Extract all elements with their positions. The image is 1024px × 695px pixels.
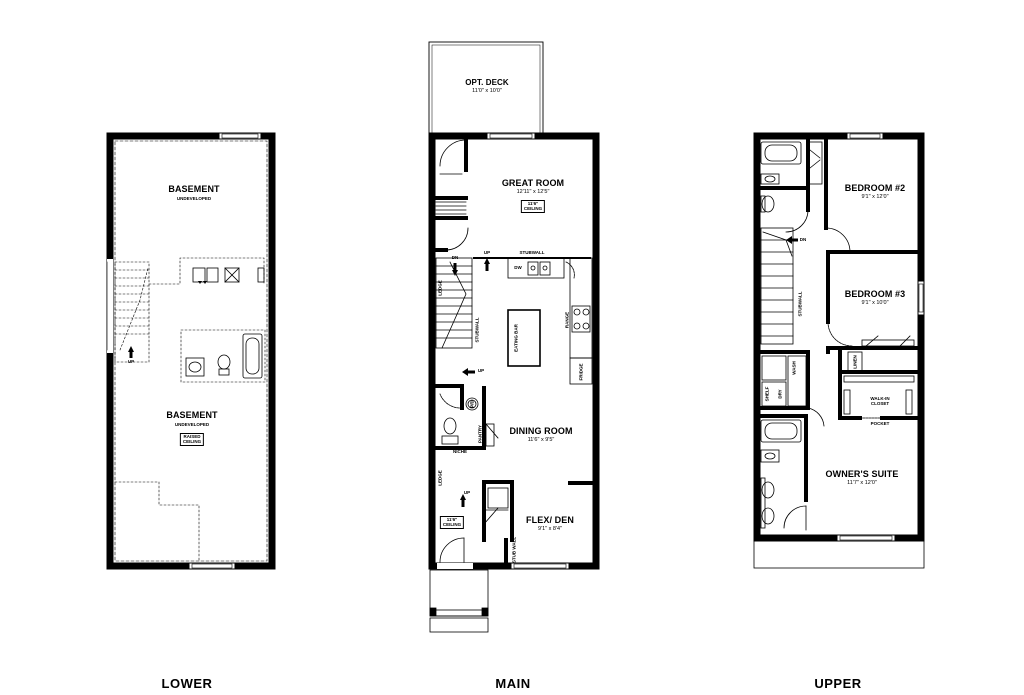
bedroom-2-size: 9'1" x 12'0"	[861, 194, 889, 200]
dry-label: DRY	[777, 389, 783, 399]
stair-arrows	[452, 258, 490, 507]
lower-stair	[114, 261, 150, 363]
lower-basement-top-name: BASEMENT	[168, 184, 220, 194]
fridge-label: FRIDGE	[578, 363, 584, 381]
lower-up-arrow	[128, 281, 207, 358]
main-up-label-3: UP	[463, 490, 471, 495]
upper-dn-label: DN	[799, 237, 807, 242]
main-dn-label: DN	[451, 255, 459, 260]
lower-future-bath	[180, 329, 266, 383]
upper-floor-plan	[753, 132, 925, 569]
pantry-label: PANTRY	[477, 425, 483, 443]
lower-undeveloped-boundary	[114, 140, 268, 562]
front-porch	[429, 569, 489, 633]
great-room-size: 12'11" x 12'5"	[516, 189, 550, 195]
main-up-label: UP	[483, 250, 491, 255]
level-title-main: MAIN	[495, 676, 531, 691]
deck-size: 11'0" x 10'0"	[472, 88, 502, 94]
upper-stubwall-label: STUBWALL	[797, 291, 803, 317]
great-room-ceiling-tag: 11'6" CEILING	[520, 200, 546, 214]
raised-ceiling-tag: RAISED CEILING	[179, 433, 205, 447]
walk-in-closet-label: WALK-IN CLOSET	[870, 396, 890, 406]
niche-label: NICHE	[452, 449, 468, 454]
main-interior-walls	[434, 138, 594, 564]
lower-basement-top-note: UNDEVELOPED	[176, 196, 212, 201]
main-floor-plan	[428, 41, 600, 633]
bedroom-3-name: BEDROOM #3	[844, 289, 906, 299]
great-room-name: GREAT ROOM	[501, 178, 565, 188]
flex-den-name: FLEX/ DEN	[526, 515, 574, 525]
stubwall-stair-label: STUBWALL	[474, 317, 480, 343]
deck-name: OPT. DECK	[465, 78, 509, 87]
upper-interior-walls	[759, 138, 919, 502]
lower-mechanical	[148, 257, 265, 285]
dining-room-size: 11'6" x 9'5"	[527, 437, 555, 443]
bedroom-3-size: 9'1" x 10'0"	[861, 300, 889, 306]
owners-suite-size: 11'7" x 12'0"	[847, 480, 877, 486]
stubwall-kitchen-label: STUBWALL	[519, 250, 545, 255]
lower-basement-bottom-name: BASEMENT	[166, 410, 218, 420]
dw-label: DW	[514, 265, 522, 270]
lower-bath-fixtures	[185, 333, 263, 379]
entry-ceiling-tag: 11'6" CEILING	[439, 516, 465, 530]
upper-dn-arrow	[786, 236, 798, 244]
flex-den-size: 9'1" x 8'4"	[537, 526, 563, 532]
lower-up-label: UP	[127, 359, 135, 364]
wash-label: WASH	[791, 361, 797, 375]
range-label: RANGE	[564, 311, 570, 329]
ledge-label-top: LEDGE	[437, 280, 443, 296]
lower-floor-plan	[106, 132, 276, 570]
pfd-label: P/D	[469, 400, 475, 408]
level-title-upper: UPPER	[814, 676, 862, 691]
main-up-label-2: UP	[477, 368, 485, 373]
owners-suite-name: OWNER'S SUITE	[825, 469, 899, 479]
pocket-door-label: POCKET	[870, 421, 890, 426]
linen-label: LINEN	[852, 355, 858, 369]
stub-wall-label: STUB WALL	[511, 536, 517, 564]
lower-basement-bottom-note: UNDEVELOPED	[174, 422, 210, 427]
bedroom-2-name: BEDROOM #2	[844, 183, 906, 193]
level-title-lower: LOWER	[161, 676, 213, 691]
shelf-label: SHELF	[764, 386, 770, 402]
ledge-label-bottom: LEDGE	[437, 470, 443, 486]
eating-bar-label: EATING BAR	[513, 324, 519, 352]
upper-lower-roof	[753, 539, 925, 569]
dining-room-name: DINING ROOM	[509, 426, 573, 436]
furnace-unit	[192, 267, 265, 283]
